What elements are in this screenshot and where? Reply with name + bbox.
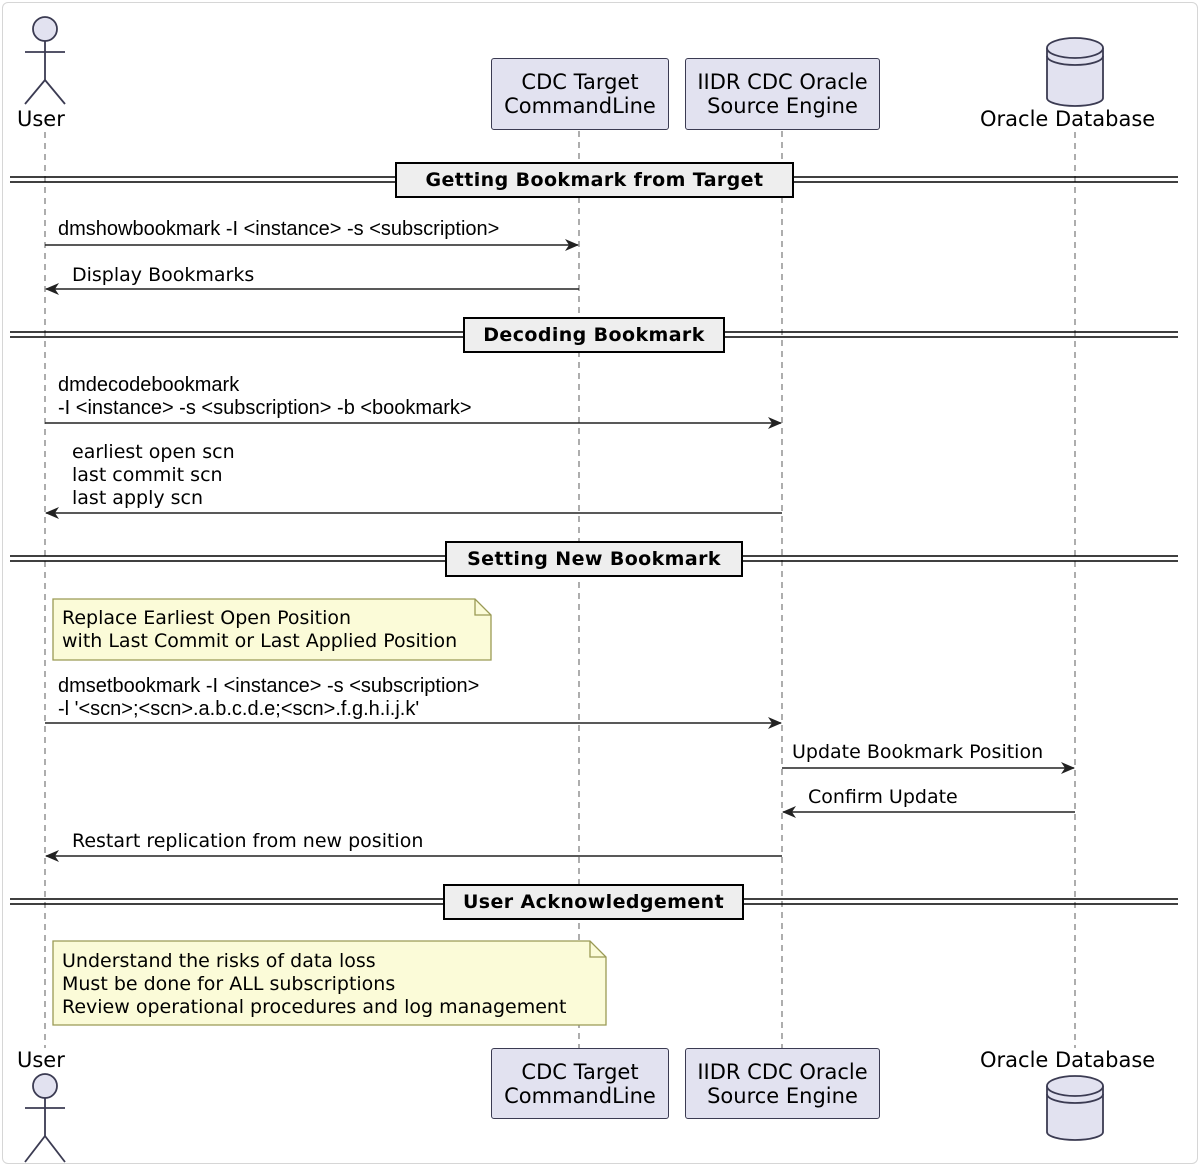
divider-decoding-bookmark: Decoding Bookmark — [463, 317, 725, 353]
database-icon — [1046, 37, 1104, 107]
note-acknowledgement: Understand the risks of data loss Must b… — [62, 950, 567, 1018]
message-label: Restart replication from new position — [72, 830, 424, 852]
message-label: Confirm Update — [808, 786, 958, 808]
participant-user-label: User — [17, 1048, 65, 1072]
participant-target-label: CDC Target CommandLine — [504, 1059, 656, 1108]
message-label: Update Bookmark Position — [792, 741, 1044, 763]
user-actor-icon — [24, 1073, 66, 1163]
message-label: earliest open scn last commit scn last a… — [72, 441, 235, 509]
message-label: Display Bookmarks — [72, 264, 255, 286]
participant-engine-label: IIDR CDC Oracle Source Engine — [697, 1059, 868, 1108]
user-actor-icon — [24, 16, 66, 105]
participant-engine-label: IIDR CDC Oracle Source Engine — [697, 70, 868, 118]
divider-getting-bookmark: Getting Bookmark from Target — [395, 162, 794, 198]
participant-target-box: CDC Target CommandLine — [491, 58, 669, 130]
participant-engine-box: IIDR CDC Oracle Source Engine — [685, 1048, 880, 1119]
divider-user-acknowledgement: User Acknowledgement — [443, 884, 744, 920]
note-shape — [52, 598, 492, 661]
participant-target-box: CDC Target CommandLine — [491, 1048, 669, 1119]
participant-user-label: User — [17, 107, 65, 131]
divider-setting-bookmark: Setting New Bookmark — [445, 541, 743, 577]
participant-database-label: Oracle Database — [980, 107, 1156, 131]
message-label: dmshowbookmark -I <instance> -s <subscri… — [58, 218, 500, 240]
message-label: dmsetbookmark -I <instance> -s <subscrip… — [58, 675, 480, 720]
note-shape — [52, 940, 607, 1026]
participant-database-label: Oracle Database — [980, 1048, 1156, 1072]
note-replace-position: Replace Earliest Open Position with Last… — [62, 607, 458, 652]
message-label: dmdecodebookmark -I <instance> -s <subsc… — [58, 374, 472, 419]
participant-target-label: CDC Target CommandLine — [504, 70, 656, 118]
participant-engine-box: IIDR CDC Oracle Source Engine — [685, 58, 880, 130]
database-icon — [1046, 1075, 1104, 1141]
